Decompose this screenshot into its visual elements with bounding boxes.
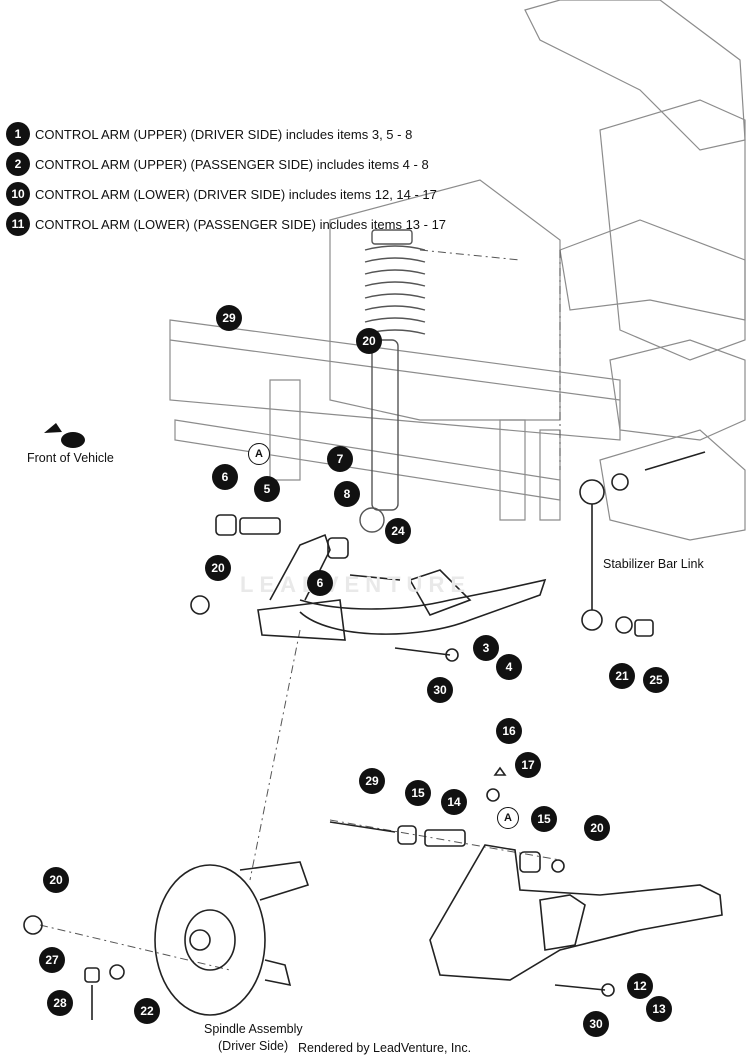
spindle-assembly-label: Spindle Assembly xyxy=(204,1022,303,1036)
callout-13[interactable]: 13 xyxy=(646,996,672,1022)
callout-28[interactable]: 28 xyxy=(47,990,73,1016)
reference-marker-a: A xyxy=(497,807,519,829)
callout-6[interactable]: 6 xyxy=(307,570,333,596)
legend-item-11: 11 CONTROL ARM (LOWER) (PASSENGER SIDE) … xyxy=(6,212,446,236)
watermark: LEADVENTURE xyxy=(240,572,472,597)
legend-number: 11 xyxy=(6,212,30,236)
shock-absorber-drawing xyxy=(359,229,426,533)
legend-number: 2 xyxy=(6,152,30,176)
callout-27[interactable]: 27 xyxy=(39,947,65,973)
spindle-assembly-drawing xyxy=(23,861,310,1020)
assembly-guide-lines xyxy=(39,249,561,971)
legend-number: 1 xyxy=(6,122,30,146)
callout-25[interactable]: 25 xyxy=(643,667,669,693)
callout-12[interactable]: 12 xyxy=(627,973,653,999)
callout-17[interactable]: 17 xyxy=(515,752,541,778)
callout-15[interactable]: 15 xyxy=(405,780,431,806)
callout-14[interactable]: 14 xyxy=(441,789,467,815)
callout-24[interactable]: 24 xyxy=(385,518,411,544)
spindle-side-label: (Driver Side) xyxy=(218,1039,289,1053)
legend-text: CONTROL ARM (UPPER) (PASSENGER SIDE) inc… xyxy=(35,156,429,172)
callout-3[interactable]: 3 xyxy=(473,635,499,661)
callout-30[interactable]: 30 xyxy=(583,1011,609,1037)
upper-control-arm-drawing xyxy=(190,514,547,662)
legend-number: 10 xyxy=(6,182,30,206)
front-of-vehicle-label: Front of Vehicle xyxy=(27,451,114,465)
callout-20[interactable]: 20 xyxy=(43,867,69,893)
footer-credit: Rendered by LeadVenture, Inc. xyxy=(298,1041,472,1055)
legend-text: CONTROL ARM (LOWER) (PASSENGER SIDE) inc… xyxy=(35,216,447,232)
callout-5[interactable]: 5 xyxy=(254,476,280,502)
stabilizer-bar-link-label: Stabilizer Bar Link xyxy=(603,557,704,571)
lower-control-arm-drawing xyxy=(329,766,723,997)
legend-item-10: 10 CONTROL ARM (LOWER) (DRIVER SIDE) inc… xyxy=(6,182,437,206)
callout-22[interactable]: 22 xyxy=(134,998,160,1024)
callout-20[interactable]: 20 xyxy=(584,815,610,841)
callout-4[interactable]: 4 xyxy=(496,654,522,680)
callout-30[interactable]: 30 xyxy=(427,677,453,703)
callout-20[interactable]: 20 xyxy=(205,555,231,581)
callout-16[interactable]: 16 xyxy=(496,718,522,744)
legend-text: CONTROL ARM (LOWER) (DRIVER SIDE) includ… xyxy=(35,186,437,202)
legend-item-2: 2 CONTROL ARM (UPPER) (PASSENGER SIDE) i… xyxy=(6,152,429,176)
callout-6[interactable]: 6 xyxy=(212,464,238,490)
callout-7[interactable]: 7 xyxy=(327,446,353,472)
callout-29[interactable]: 29 xyxy=(359,768,385,794)
legend-item-1: 1 CONTROL ARM (UPPER) (DRIVER SIDE) incl… xyxy=(6,122,412,146)
callout-8[interactable]: 8 xyxy=(334,481,360,507)
callout-29[interactable]: 29 xyxy=(216,305,242,331)
callout-20[interactable]: 20 xyxy=(356,328,382,354)
legend-text: CONTROL ARM (UPPER) (DRIVER SIDE) includ… xyxy=(35,126,413,142)
reference-marker-a: A xyxy=(248,443,270,465)
front-of-vehicle-arrow xyxy=(44,423,85,448)
stabilizer-link-drawing xyxy=(579,451,706,637)
callout-15[interactable]: 15 xyxy=(531,806,557,832)
callout-21[interactable]: 21 xyxy=(609,663,635,689)
